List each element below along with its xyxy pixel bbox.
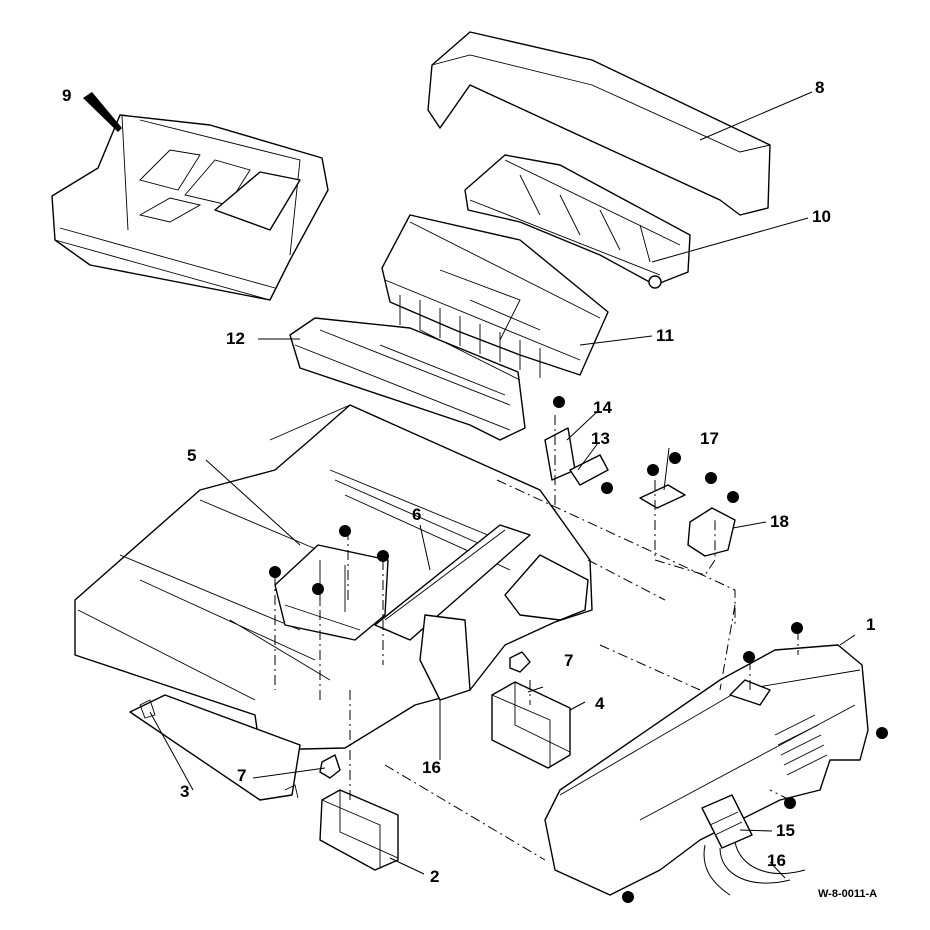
callout-16-upper: 16 [422,758,441,777]
part-7-small-parts [319,651,531,779]
callout-11: 11 [656,326,674,345]
callout-18: 18 [770,512,789,531]
screw [784,797,796,809]
screw [312,583,324,595]
part-14-bracket [544,427,576,481]
part-16-wire-harness [703,841,806,896]
screw [669,452,681,464]
figure-id: W-8-0011-A [818,888,877,900]
callout-1: 1 [866,615,875,634]
screw [876,727,888,739]
callout-4: 4 [595,694,605,713]
part-1-rear-cover [544,644,869,896]
callout-15: 15 [776,821,795,840]
screw [743,651,755,663]
callout-13: 13 [591,429,610,448]
callout-16-lower: 16 [767,851,786,870]
callout-8: 8 [815,78,824,97]
part-4-solenoid [491,681,571,769]
callout-7-lower: 7 [237,766,246,785]
leader-lines [83,91,856,879]
screw [339,525,351,537]
callout-9: 9 [62,86,71,105]
screw [553,396,565,408]
screw-markers [269,396,888,903]
screw [269,566,281,578]
part-18-assembly [687,507,736,557]
callout-12: 12 [226,329,245,348]
callout-10: 10 [812,207,831,226]
callout-labels: 1 2 3 4 5 6 7 7 8 9 10 11 12 13 14 15 16… [62,78,877,900]
callout-2: 2 [430,867,439,886]
callout-14: 14 [593,398,612,417]
callout-5: 5 [187,446,196,465]
part-9-feeder-assembly [51,114,329,301]
screw [622,891,634,903]
part-17-bracket [639,484,686,509]
callout-7-upper: 7 [564,651,573,670]
base-frame-assembly [74,404,593,751]
part-11-feed-tray [381,214,609,378]
part-10-feeder-frame [464,154,691,289]
part-15-connector [701,794,753,849]
part-2-solenoid [319,789,399,871]
screw [377,550,389,562]
screw [647,464,659,476]
part-12-upper-guide [289,317,526,441]
screw [705,472,717,484]
screw [727,491,739,503]
part-3-bottom-plate [129,694,301,801]
screw [601,482,613,494]
part-13-sensor [569,454,609,486]
callout-17: 17 [700,429,719,448]
part-8-top-cover [427,31,771,216]
callout-3: 3 [180,782,189,801]
screw [791,622,803,634]
callout-6: 6 [412,505,421,524]
